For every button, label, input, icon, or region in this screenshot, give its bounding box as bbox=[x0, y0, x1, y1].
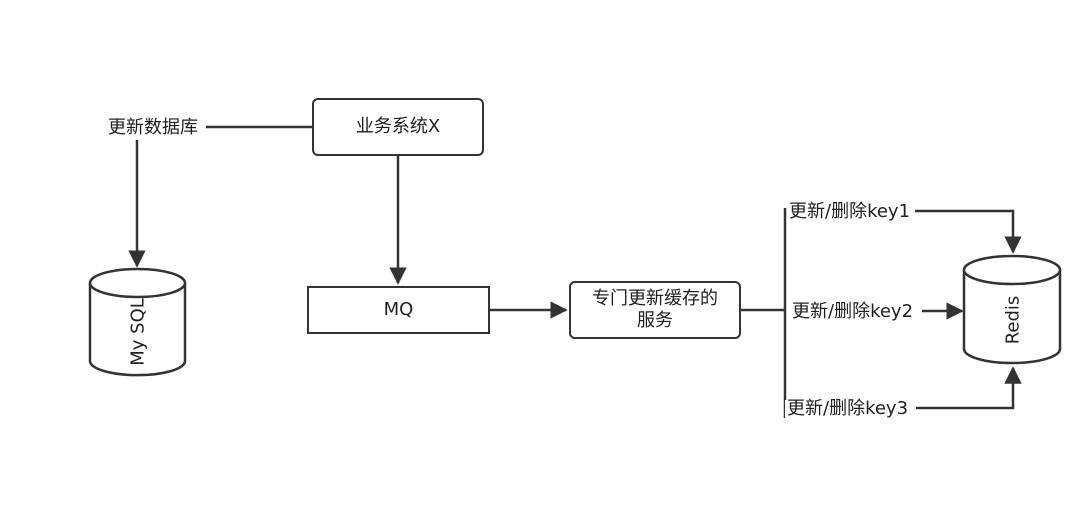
mysql-label: My SQL bbox=[127, 298, 149, 366]
business-system-box: 业务系统X bbox=[312, 98, 484, 156]
business-system-label: 业务系统X bbox=[355, 115, 441, 137]
update-key2-label: 更新/删除key2 bbox=[790, 301, 916, 322]
update-key3-label: 更新/删除key3 bbox=[785, 398, 911, 419]
edge-key3-to-redis bbox=[916, 366, 1022, 410]
update-key1-label: 更新/删除key1 bbox=[787, 201, 913, 222]
mysql-cylinder bbox=[88, 267, 187, 377]
redis-cylinder bbox=[962, 254, 1062, 365]
update-db-label: 更新数据库 bbox=[106, 117, 200, 138]
cache-service-box: 专门更新缓存的 服务 bbox=[569, 281, 741, 339]
edge-key1-to-redis bbox=[915, 209, 1022, 254]
redis-label: Redis bbox=[1002, 295, 1024, 345]
cache-service-label-line2: 服务 bbox=[637, 310, 673, 331]
mq-label: MQ bbox=[383, 298, 414, 320]
cache-service-label-line1: 专门更新缓存的 bbox=[592, 287, 718, 309]
mq-box: MQ bbox=[307, 286, 490, 334]
